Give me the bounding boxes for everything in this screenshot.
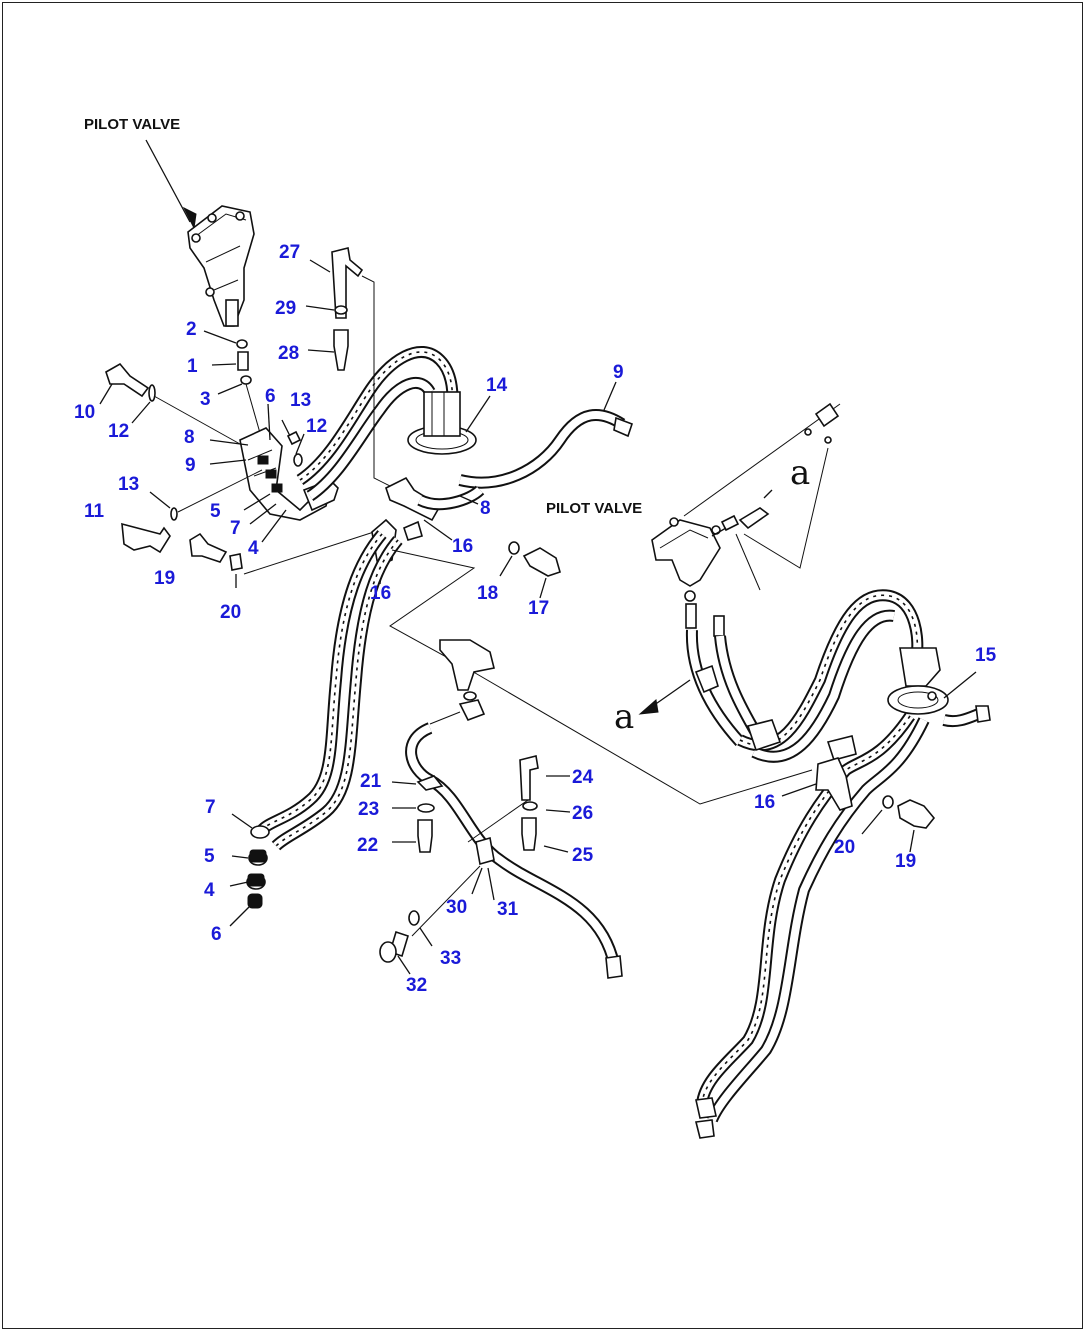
callout-11: 11 xyxy=(84,501,105,522)
hose-9-upper xyxy=(458,381,634,489)
callout-12-right: 12 xyxy=(306,416,327,437)
bolt-10-washer-12 xyxy=(99,362,241,445)
bracket-27-bolt-28-washer-29 xyxy=(305,247,399,491)
bolt-17-washer-18 xyxy=(499,541,561,599)
hose-loop-right xyxy=(737,589,924,763)
callout-12-left: 12 xyxy=(108,421,129,442)
callout-5-lower: 5 xyxy=(204,846,215,867)
callout-26: 26 xyxy=(572,803,593,824)
pilot-valve-right-label: PILOT VALVE xyxy=(546,500,642,517)
callout-29: 29 xyxy=(275,298,296,319)
clip-21-bolt-22-washer-23 xyxy=(391,775,444,853)
callout-17: 17 xyxy=(528,598,549,619)
callout-14: 14 xyxy=(486,375,508,396)
callout-4-upper: 4 xyxy=(248,538,259,559)
clip-30-31-bolt-32-washer-33 xyxy=(379,836,495,975)
bolt-11-oring-13 xyxy=(121,469,263,554)
callout-32: 32 xyxy=(406,975,427,996)
pilot-hoses-right: a xyxy=(614,603,766,747)
callout-9-left: 9 xyxy=(185,455,196,476)
callout-23: 23 xyxy=(358,799,379,820)
callout-1: 1 xyxy=(187,356,198,377)
callout-9-right: 9 xyxy=(613,362,624,383)
pipe-bundle-center xyxy=(371,476,485,585)
bolt-19-washer-20-left xyxy=(189,529,381,588)
pilot-valve-right: PILOT VALVE a xyxy=(546,402,841,602)
callout-19-left: 19 xyxy=(154,568,175,589)
callout-33: 33 xyxy=(440,948,461,969)
callout-numbers: 2 1 3 10 12 8 9 6 13 12 13 11 5 7 4 19 2… xyxy=(74,242,997,996)
callout-3: 3 xyxy=(200,389,211,410)
callout-31: 31 xyxy=(497,899,519,920)
callout-7-lower: 7 xyxy=(205,797,216,818)
hose-center-loop xyxy=(405,722,623,979)
reference-lines-center xyxy=(389,549,813,805)
fitting-parts-1-3 xyxy=(203,330,263,441)
bracket-center xyxy=(439,639,495,722)
clamp-16-right xyxy=(781,757,936,853)
callout-27: 27 xyxy=(279,242,300,263)
clamp-plate-14 xyxy=(407,391,491,455)
callout-22: 22 xyxy=(357,835,378,856)
callout-2: 2 xyxy=(186,319,197,340)
callout-18: 18 xyxy=(477,583,498,604)
callout-16-middle: 16 xyxy=(370,583,391,604)
hose-bundle-long-left xyxy=(257,530,403,851)
callout-6-lower: 6 xyxy=(211,924,222,945)
view-a-label-lower: a xyxy=(614,697,634,737)
callout-19-right: 19 xyxy=(895,851,916,872)
callout-24: 24 xyxy=(572,767,594,788)
callout-8-right: 8 xyxy=(480,498,491,519)
callout-10: 10 xyxy=(74,402,95,423)
callout-7-upper: 7 xyxy=(230,518,241,539)
view-a-label-upper: a xyxy=(790,453,810,493)
bracket-24-washer-26-bolt-25 xyxy=(467,755,571,853)
callout-20-right: 20 xyxy=(834,837,855,858)
hose-bundle-right-long xyxy=(695,712,930,1139)
pilot-valve-left: PILOT VALVE xyxy=(84,116,255,327)
callout-5-upper: 5 xyxy=(210,501,221,522)
callout-16-upper: 16 xyxy=(452,536,473,557)
callout-13-upper: 13 xyxy=(290,390,311,411)
clamp-plate-15 xyxy=(887,647,991,727)
callout-28: 28 xyxy=(278,343,299,364)
callout-15: 15 xyxy=(975,645,997,666)
callout-20-left: 20 xyxy=(220,602,241,623)
callout-16-right: 16 xyxy=(754,792,775,813)
callout-8-left: 8 xyxy=(184,427,195,448)
callout-30: 30 xyxy=(446,897,467,918)
callout-6-upper: 6 xyxy=(265,386,276,407)
callout-25: 25 xyxy=(572,845,594,866)
callout-4-lower: 4 xyxy=(204,880,215,901)
callout-21: 21 xyxy=(360,771,382,792)
callout-13-lower: 13 xyxy=(118,474,139,495)
fitting-stack-lower xyxy=(229,813,270,927)
pilot-valve-left-label: PILOT VALVE xyxy=(84,116,180,133)
